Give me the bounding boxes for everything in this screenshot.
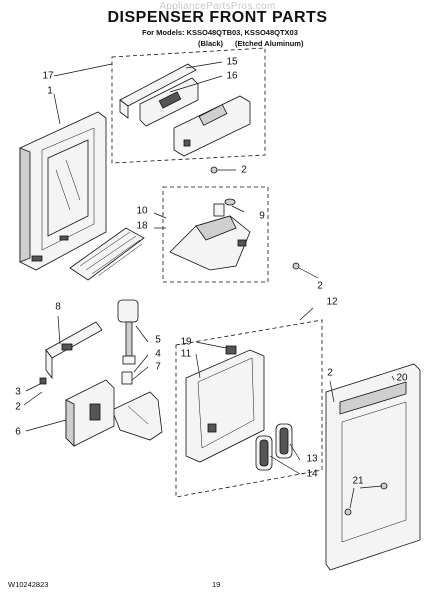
- inner-frame: [185, 345, 265, 463]
- group-box-12: [175, 319, 323, 498]
- watermark: AppliancePartsPros.com: [159, 1, 276, 12]
- callout-4: 4: [155, 348, 161, 360]
- panel-screws: [344, 482, 388, 516]
- callout-10: 10: [136, 205, 148, 217]
- callout-2-mid: 2: [317, 280, 323, 292]
- group-box-10: [162, 186, 269, 283]
- callout-16: 16: [226, 70, 238, 82]
- callout-8: 8: [55, 301, 61, 313]
- actuator-parts: [111, 371, 163, 441]
- models-line: For Models: KSSO48QTB03, KSSO48QTX03: [142, 28, 298, 37]
- dispenser-cover: [65, 379, 115, 447]
- screw-mid: [292, 262, 319, 279]
- lever-assembly: [39, 321, 103, 385]
- lens-pair: [255, 423, 293, 471]
- callout-7: 7: [155, 361, 161, 373]
- callout-19: 19: [180, 336, 192, 348]
- ice-chute-bracket: [169, 198, 251, 271]
- control-boards: [119, 63, 251, 157]
- callout-2-right: 2: [327, 367, 333, 379]
- callout-1: 1: [47, 85, 53, 97]
- callout-13: 13: [306, 453, 318, 465]
- screw-top: [210, 166, 236, 174]
- callout-21: 21: [352, 475, 364, 487]
- drip-tray: [69, 227, 145, 281]
- callout-11: 11: [180, 348, 192, 360]
- callout-15: 15: [226, 56, 238, 68]
- callout-2-left: 2: [15, 401, 21, 413]
- dispenser-motor: [117, 299, 139, 365]
- finish-black: (Black): [198, 39, 224, 48]
- callout-3: 3: [15, 386, 21, 398]
- diagram-title: DISPENSER FRONT PARTS: [107, 9, 328, 26]
- callout-12: 12: [326, 296, 338, 308]
- callout-20: 20: [396, 372, 408, 384]
- group-box-17: [111, 47, 266, 164]
- callout-2-top: 2: [241, 164, 247, 176]
- front-panel: [325, 363, 421, 571]
- callout-6: 6: [15, 426, 21, 438]
- leader-lines: [23, 61, 395, 509]
- callout-18: 18: [136, 220, 148, 232]
- finish-aluminum: (Etched Aluminum): [235, 39, 304, 48]
- doc-number: W10242823: [8, 580, 49, 589]
- callout-14: 14: [306, 468, 318, 480]
- callout-5: 5: [155, 334, 161, 346]
- dispenser-housing: [19, 111, 107, 271]
- callout-17: 17: [42, 70, 54, 82]
- callout-9: 9: [259, 210, 265, 222]
- page-number: 19: [212, 580, 221, 589]
